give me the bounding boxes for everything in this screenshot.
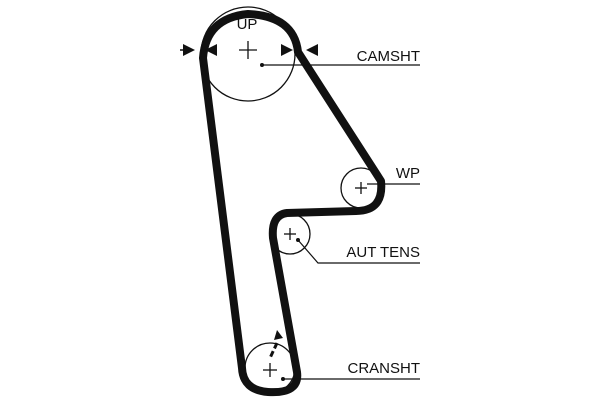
- arrow-left-icon: [306, 44, 318, 56]
- tensioner-leader-line: [297, 239, 420, 264]
- arrow-left-icon: [205, 44, 217, 56]
- tensioner-label: AUT TENS: [346, 244, 420, 261]
- camshaft-timing-arrows: [180, 44, 318, 56]
- crankshaft-label: CRANSHT: [347, 360, 420, 377]
- crankshaft-timing-mark: [268, 330, 283, 359]
- timing-belt: [199, 10, 386, 397]
- water-pump-pulley: [340, 167, 382, 209]
- up-label: UP: [237, 16, 258, 33]
- arrow-right-icon: [183, 44, 195, 56]
- crankshaft-pulley: [244, 342, 296, 394]
- arrow-right-icon: [281, 44, 293, 56]
- camshaft-label: CAMSHT: [357, 48, 420, 65]
- water-pump-label: WP: [396, 165, 420, 182]
